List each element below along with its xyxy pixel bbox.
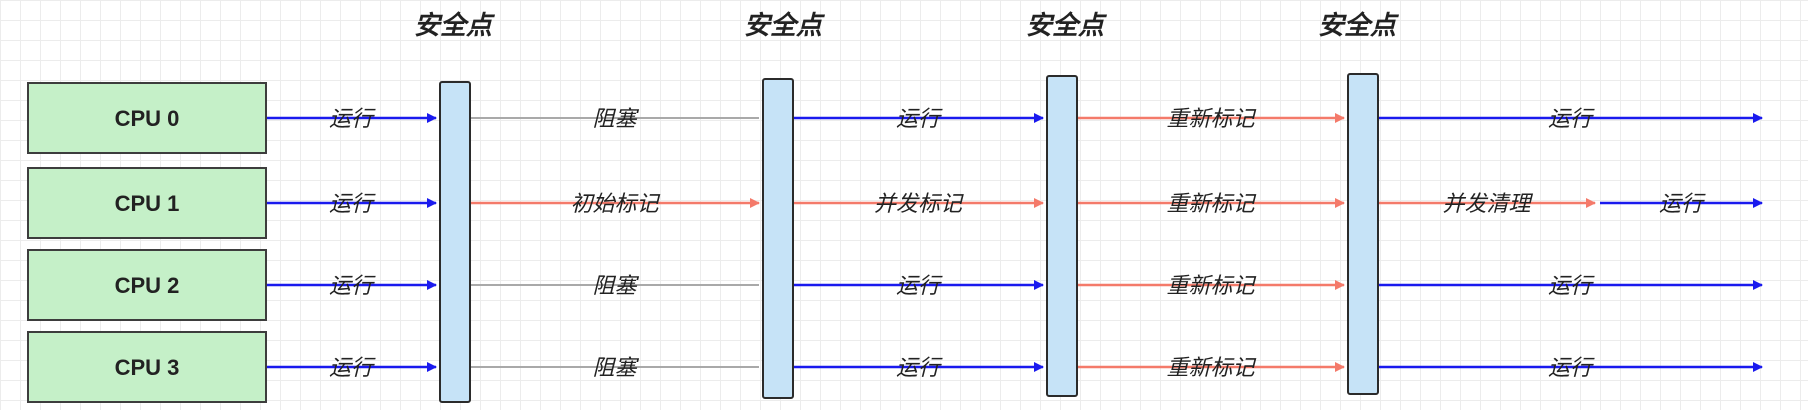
segment-label: 运行 bbox=[896, 356, 943, 381]
segment-label: 运行 bbox=[329, 356, 376, 381]
segment-label: 并发标记 bbox=[874, 192, 964, 217]
safepoint-title: 安全点 bbox=[1318, 11, 1400, 41]
segment-label: 运行 bbox=[1548, 356, 1595, 381]
segment-label: 阻塞 bbox=[592, 107, 639, 132]
segment-label: 运行 bbox=[329, 192, 376, 217]
safepoint-bar bbox=[1347, 73, 1379, 395]
segment-label: 阻塞 bbox=[592, 356, 639, 381]
safepoint-bar bbox=[762, 78, 794, 399]
cpu-label: CPU 1 bbox=[115, 191, 180, 216]
segment-label: 运行 bbox=[1548, 274, 1595, 299]
cpu-boxes: CPU 0 CPU 1 CPU 2 CPU 3 bbox=[27, 82, 267, 403]
cpu-label: CPU 2 bbox=[115, 273, 180, 298]
segment-label: 运行 bbox=[329, 274, 376, 299]
segment-label: 运行 bbox=[896, 107, 943, 132]
safepoint-title: 安全点 bbox=[414, 11, 496, 41]
cpu-label: CPU 3 bbox=[115, 355, 180, 380]
segment-label: 重新标记 bbox=[1166, 274, 1256, 299]
cpu-box bbox=[27, 249, 267, 321]
safepoint-title: 安全点 bbox=[744, 11, 826, 41]
cpu-box bbox=[27, 331, 267, 403]
segment-label: 并发清理 bbox=[1442, 192, 1533, 217]
cpu-box bbox=[27, 82, 267, 154]
safepoint-bars bbox=[439, 73, 1379, 403]
safepoint-bar bbox=[1046, 75, 1078, 397]
segment-label: 运行 bbox=[1548, 107, 1595, 132]
segment-label: 重新标记 bbox=[1166, 356, 1256, 381]
cpu-label: CPU 0 bbox=[115, 106, 180, 131]
safepoint-title: 安全点 bbox=[1026, 11, 1108, 41]
segment-label: 运行 bbox=[896, 274, 943, 299]
safepoint-titles: 安全点 安全点 安全点 安全点 bbox=[414, 11, 1400, 41]
segment-label: 阻塞 bbox=[592, 274, 639, 299]
segment-label: 初始标记 bbox=[570, 192, 660, 217]
segment-label: 运行 bbox=[1659, 192, 1706, 217]
segment-label: 运行 bbox=[329, 107, 376, 132]
segment-label: 重新标记 bbox=[1166, 107, 1256, 132]
timeline-segments: 运行阻塞运行重新标记运行运行初始标记并发标记重新标记并发清理运行运行阻塞运行重新… bbox=[266, 107, 1763, 381]
safepoint-bar bbox=[439, 81, 471, 403]
cpu-box bbox=[27, 167, 267, 239]
segment-label: 重新标记 bbox=[1166, 192, 1256, 217]
